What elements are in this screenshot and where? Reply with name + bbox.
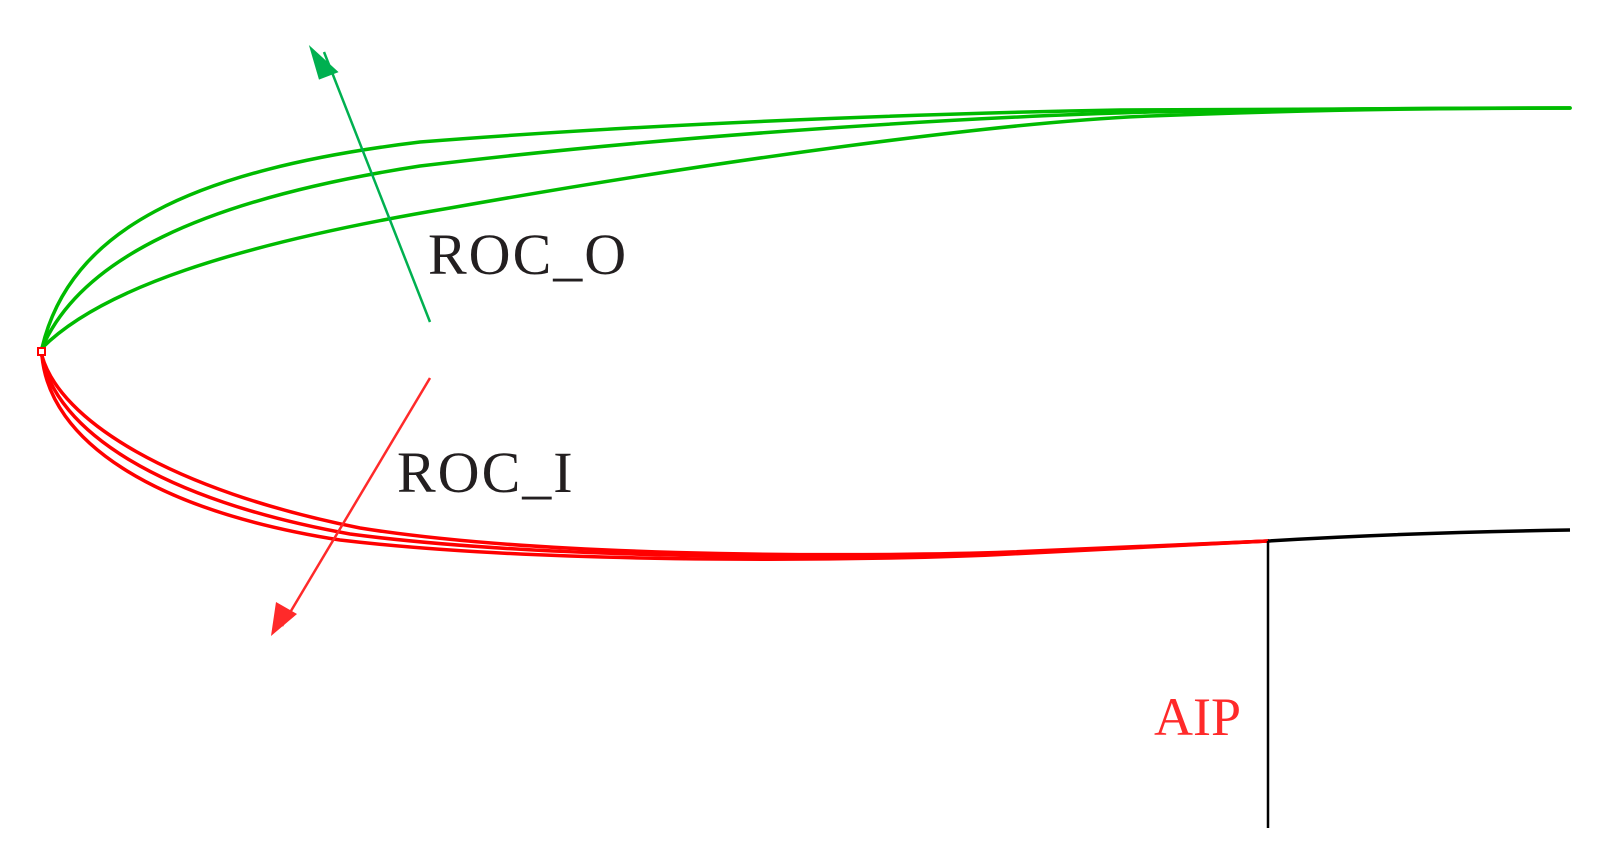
inner-lip-curves [40,354,1270,561]
roc-o-label: ROC_O [428,222,629,287]
aip-label: AIP [1154,687,1242,747]
outer-curve-2 [40,106,1572,350]
leading-edge-marker [37,347,46,356]
duct-wall-line [1267,528,1571,543]
outer-curve-1 [40,106,1572,350]
roc-i-arrowhead-icon [271,602,297,636]
outer-curve-3 [40,106,1572,350]
inner-curve-2 [40,354,1270,559]
outer-lip-curves [40,106,1572,350]
roc-i-label: ROC_I [397,440,575,505]
roc-o-arrow [308,44,432,323]
inner-curve-1 [40,354,1270,557]
inner-curve-3 [40,354,1270,561]
roc-i-arrow [271,377,432,636]
roc-o-arrowhead-icon [308,44,339,80]
